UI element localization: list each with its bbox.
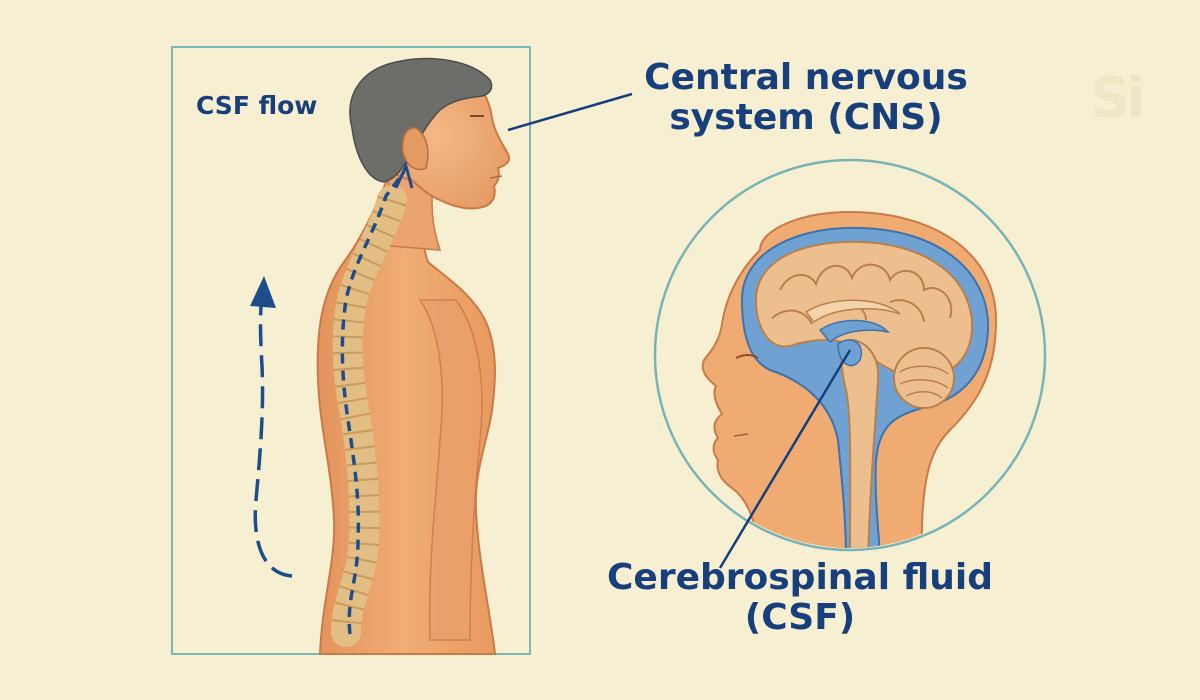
hair-shape [349, 57, 493, 183]
cns-label-line-2: system (CNS) [669, 97, 943, 139]
csf-pointer-line [718, 349, 852, 569]
dashed-up-arrow-icon [250, 276, 293, 578]
csf-flow-label: CSF flow [196, 91, 318, 120]
ear-shape [401, 127, 429, 171]
spine [331, 161, 414, 647]
csf-label-line-1: Cerebrospinal fluid [606, 557, 993, 598]
arm-shape [418, 299, 483, 641]
csf-label-line-2: (CSF) [744, 597, 856, 639]
brainstem-shape [840, 338, 880, 548]
cns-label-line-1: Central nervous [644, 57, 968, 98]
cerebellum-shape [893, 347, 955, 409]
cns-pointer-line [507, 92, 633, 132]
cns-label: Central nervous system (CNS) [616, 57, 996, 139]
csf-label: Cerebrospinal fluid (CSF) [590, 557, 1010, 639]
spinal-csf-dashed-line [340, 170, 406, 635]
watermark-logo: Si [1090, 66, 1145, 131]
